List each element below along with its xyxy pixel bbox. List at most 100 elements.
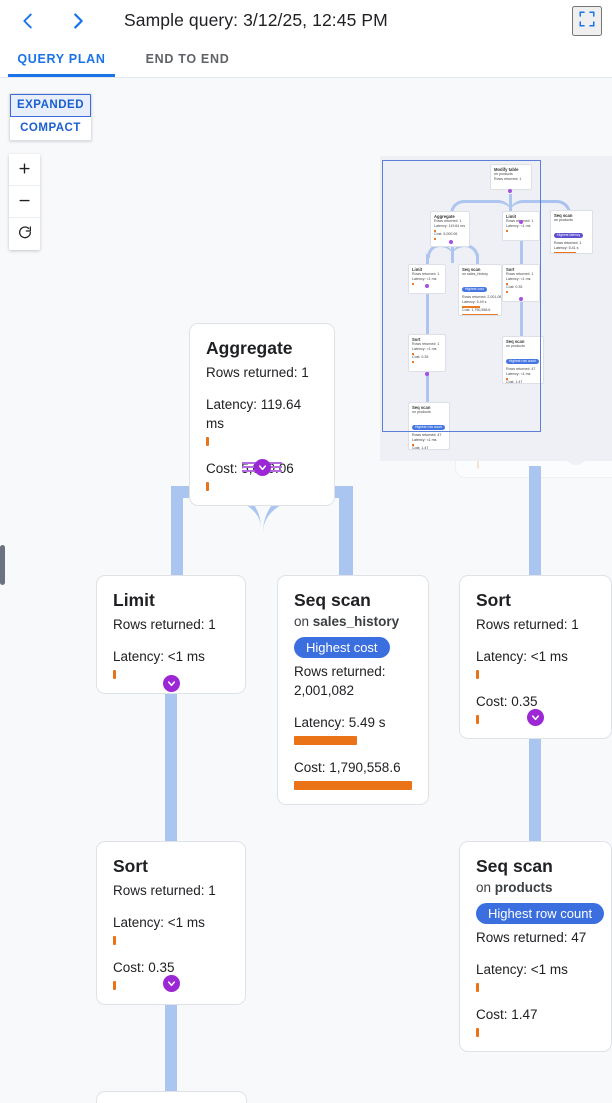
reset-rotate-icon (17, 225, 33, 244)
mm-badge-highest-latency: Highest latency (554, 232, 584, 238)
node-seq-scan-products-right[interactable]: Seq scan on products Highest row count R… (459, 841, 612, 1052)
mm-bar (412, 361, 414, 364)
node-latency-bar (113, 936, 116, 945)
vertical-scrollbar-handle[interactable] (0, 545, 5, 585)
mm-bar (434, 238, 436, 241)
mm-badge-highest-row-count: Highest row count (506, 358, 540, 364)
minimap-viewport-rect[interactable] (382, 160, 541, 432)
mm-edge (426, 254, 429, 266)
next-query-button[interactable] (60, 3, 96, 39)
mm-sub: Latency: 119.64 ms (434, 224, 466, 229)
node-limit[interactable]: Limit Rows returned: 1 Latency: <1 ms (96, 575, 246, 694)
mm-sub: Rows returned: 1 (506, 272, 534, 277)
node-seq-scan-products-bottom[interactable]: Seq scan on products Highest row count R… (96, 1091, 247, 1103)
mm-title: Aggregate (434, 214, 455, 219)
node-latency-bar (476, 670, 479, 679)
mm-title: Seq scan (412, 405, 431, 410)
graph-canvas[interactable]: Modify table on products Rows returned: … (0, 78, 612, 1103)
node-sort-right[interactable]: Sort Rows returned: 1 Latency: <1 ms Cos… (459, 575, 612, 739)
node-cost: Cost: 0.35 (113, 960, 175, 975)
node-cost: Cost: 1.47 (476, 1007, 538, 1022)
mm-title: Sort (412, 337, 421, 342)
mm-bar (462, 314, 498, 315)
zoom-controls (9, 154, 40, 250)
reset-view-button[interactable] (9, 218, 40, 250)
chevron-down-icon (166, 978, 177, 989)
node-latency: Latency: 5.49 s (294, 715, 386, 730)
mm-bar (506, 230, 508, 233)
node-latency-bar (206, 437, 209, 446)
mm-sub: Latency: <1 ms (412, 438, 437, 443)
mm-bar (554, 252, 576, 253)
node-rows-returned: Rows returned: 1 (476, 617, 579, 632)
mm-title: Sort (506, 267, 515, 272)
mm-toggle-dot (425, 284, 429, 288)
node-table: on products (476, 878, 595, 898)
mm-node-limit: Limit Rows returned: 1 Latency: <1 ms (408, 264, 446, 294)
mm-sub: Cost: 1.47 (506, 380, 523, 384)
mm-bar (412, 444, 414, 447)
previous-query-button[interactable] (10, 3, 46, 39)
mm-sub: Rows returned: 47 (506, 367, 536, 372)
limit-collapse-toggle[interactable] (163, 675, 180, 692)
chevron-right-icon (67, 10, 89, 32)
mm-bar (506, 291, 508, 294)
mm-node-seq-scan-highest-latency: Seq scan on products Highest latency Row… (550, 210, 593, 254)
mm-sub: on sales_history (462, 272, 488, 277)
node-title: Seq scan (476, 856, 553, 876)
mm-sub: Rows returned: 1 (494, 177, 522, 182)
mm-edge (520, 298, 523, 338)
edge-sort-seqscan (165, 978, 177, 1098)
mm-edge (450, 200, 512, 216)
mm-sub: on products (554, 218, 573, 223)
node-aggregate[interactable]: Aggregate Rows returned: 1 Latency: 119.… (189, 323, 335, 506)
mm-edge (426, 361, 429, 406)
tab-end-to-end[interactable]: END TO END (132, 40, 243, 77)
sort-left-collapse-toggle[interactable] (163, 975, 180, 992)
mm-title: Limit (506, 214, 517, 219)
sort-right-collapse-toggle[interactable] (527, 709, 544, 726)
mm-badge-highest-row-count: Highest row count (412, 424, 446, 430)
mode-compact-button[interactable]: COMPACT (10, 117, 91, 140)
mm-sub: Latency: <1 ms (412, 277, 437, 282)
mm-sub: Latency: <1 ms (506, 224, 531, 229)
node-on-prefix: on (294, 614, 313, 629)
mode-expanded-button[interactable]: EXPANDED (10, 94, 91, 117)
node-latency: Latency: <1 ms (113, 915, 205, 930)
fullscreen-button[interactable] (572, 5, 602, 36)
node-cost: Cost: 1,790,558.6 (294, 760, 401, 775)
mm-sub: Rows returned: 1 (434, 219, 462, 224)
zoom-in-button[interactable] (9, 154, 40, 186)
mm-title: Seq scan (506, 339, 525, 344)
tab-query-plan[interactable]: QUERY PLAN (8, 40, 115, 77)
node-cost-bar (294, 781, 412, 790)
aggregate-collapse-toggle[interactable] (254, 459, 271, 476)
chevron-left-icon (17, 10, 39, 32)
mm-bar (506, 378, 508, 381)
node-rows-returned: Rows returned: 1 (113, 617, 216, 632)
page-title: Sample query: 3/12/25, 12:45 PM (124, 10, 388, 30)
mm-sub: Rows returned: 1 (412, 272, 440, 277)
mm-sub: Cost: 1.47 (412, 446, 429, 450)
mm-bar (462, 306, 480, 309)
node-badge-highest-row-count: Highest row count (476, 903, 605, 924)
zoom-out-button[interactable] (9, 186, 40, 218)
mm-title: Seq scan (554, 213, 573, 218)
mm-bar (506, 283, 508, 286)
node-table-name: sales_history (312, 614, 400, 629)
mm-sub: Latency: 5.49 s (462, 300, 487, 305)
node-latency-bar (294, 736, 357, 745)
mm-sub: Rows returned: 47 (412, 433, 442, 438)
mm-sub: Rows returned: 1 (412, 342, 440, 347)
mm-sub: Cost: 5,000.06 (434, 232, 458, 237)
mm-sub: on products (412, 410, 431, 415)
page-header: Sample query: 3/12/25, 12:45 PM (0, 0, 612, 41)
minimap[interactable]: Modify table on products Rows returned: … (380, 156, 612, 461)
plus-icon (17, 161, 32, 179)
node-title: Aggregate (206, 338, 293, 358)
mm-edge (426, 286, 429, 336)
node-rows-returned: Rows returned: 47 (476, 930, 587, 945)
node-seq-scan-sales-history[interactable]: Seq scan on sales_history Highest cost R… (277, 575, 429, 805)
mm-sub: on products (506, 344, 525, 349)
chevron-down-icon (530, 712, 541, 723)
